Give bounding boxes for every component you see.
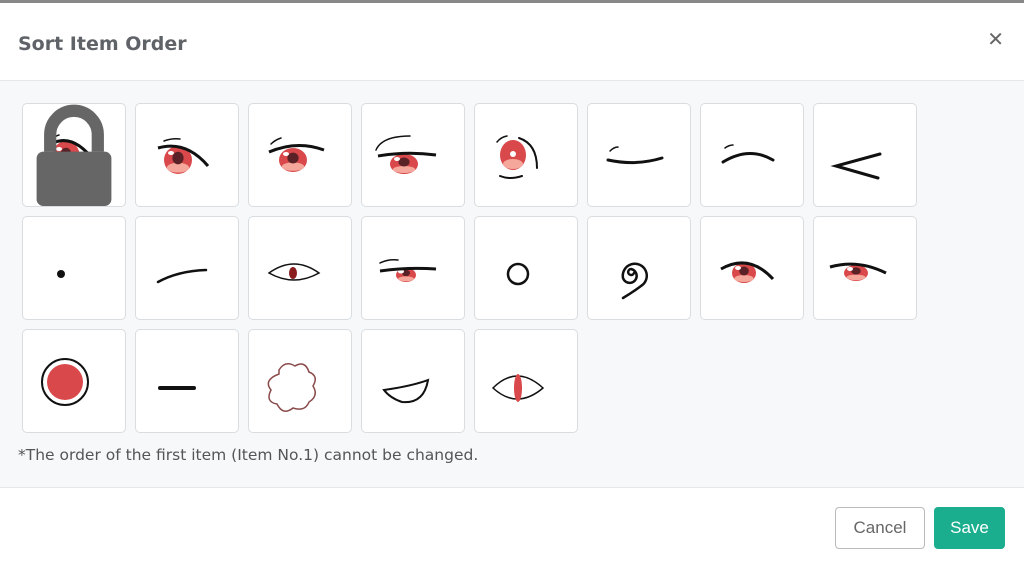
squint-chevron-icon bbox=[830, 152, 882, 180]
item-tile-6[interactable] bbox=[587, 103, 691, 207]
dialog-body: *The order of the first item (Item No.1)… bbox=[0, 81, 1024, 488]
close-icon[interactable]: ✕ bbox=[987, 27, 1004, 51]
item-tile-9[interactable] bbox=[22, 216, 126, 320]
spiral-eye-icon bbox=[621, 262, 648, 300]
slit-pupil-eye-icon bbox=[491, 374, 545, 402]
horizontal-dash-icon bbox=[158, 386, 196, 390]
lock-icon bbox=[36, 104, 112, 206]
item-tile-18[interactable] bbox=[135, 329, 239, 433]
item-tile-19[interactable] bbox=[248, 329, 352, 433]
item-tile-2[interactable] bbox=[135, 103, 239, 207]
item-tile-12[interactable] bbox=[361, 216, 465, 320]
closed-eye-line-icon bbox=[606, 146, 664, 165]
red-eye-sleepy-icon bbox=[379, 259, 437, 282]
item-tile-10[interactable] bbox=[135, 216, 239, 320]
closed-eye-arc-icon bbox=[721, 144, 775, 164]
red-eye-half-closed-icon bbox=[375, 135, 437, 174]
item-tile-15[interactable] bbox=[700, 216, 804, 320]
item-tile-5[interactable] bbox=[474, 103, 578, 207]
half-moon-eye-icon bbox=[382, 378, 430, 404]
item-tile-4[interactable] bbox=[361, 103, 465, 207]
save-button[interactable]: Save bbox=[934, 507, 1005, 549]
cloud-outline-icon bbox=[267, 363, 316, 412]
item-tile-11[interactable] bbox=[248, 216, 352, 320]
red-eye-open-icon bbox=[157, 138, 210, 174]
dialog-title: Sort Item Order bbox=[18, 33, 187, 55]
item-tile-17[interactable] bbox=[22, 329, 126, 433]
cancel-button[interactable]: Cancel bbox=[835, 507, 925, 549]
circle-eye-icon bbox=[506, 262, 530, 286]
item-tile-8[interactable] bbox=[813, 103, 917, 207]
slanted-line-icon bbox=[156, 268, 208, 284]
dialog-header: Sort Item Order ✕ bbox=[0, 3, 1024, 81]
item-tile-3[interactable] bbox=[248, 103, 352, 207]
order-note: *The order of the first item (Item No.1)… bbox=[18, 446, 479, 464]
red-disc-ring-icon bbox=[41, 358, 89, 406]
item-tile-1[interactable] bbox=[22, 103, 126, 207]
item-tile-20[interactable] bbox=[361, 329, 465, 433]
item-tile-16[interactable] bbox=[813, 216, 917, 320]
item-tile-13[interactable] bbox=[474, 216, 578, 320]
red-eye-dark-icon bbox=[720, 261, 775, 283]
item-tile-7[interactable] bbox=[700, 103, 804, 207]
item-tile-21[interactable] bbox=[474, 329, 578, 433]
red-eye-wide-small-pupil-icon bbox=[496, 135, 538, 179]
red-eye-lashes-icon bbox=[268, 137, 325, 172]
background-page-edge bbox=[0, 0, 1024, 3]
item-grid bbox=[22, 103, 917, 433]
outline-eye-small-pupil-icon bbox=[267, 263, 321, 281]
dot-eye-icon bbox=[57, 270, 65, 278]
red-eye-narrow-icon bbox=[829, 262, 887, 281]
item-tile-14[interactable] bbox=[587, 216, 691, 320]
